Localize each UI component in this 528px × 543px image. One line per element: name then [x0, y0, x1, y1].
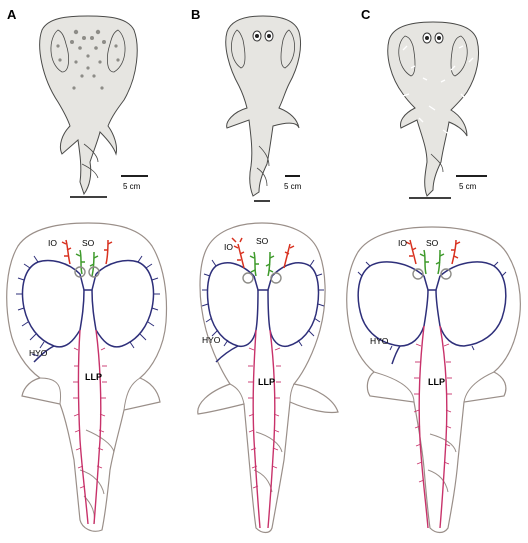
label-so-a: SO — [82, 238, 95, 248]
label-io-a: IO — [48, 238, 57, 248]
body-outline-a — [6, 222, 168, 532]
io-canal-a — [61, 239, 113, 265]
silhouette-b — [225, 15, 302, 197]
label-so-b: SO — [256, 236, 269, 246]
label-llp-c: LLP — [428, 377, 445, 387]
label-io-b: IO — [224, 242, 233, 252]
panel-c: C 5 cm — [361, 7, 487, 199]
silhouette-c — [387, 21, 480, 197]
panel-b-letter: B — [191, 7, 200, 22]
canal-map-a: IO SO HYO LLP — [6, 222, 168, 532]
hyo-tubules-a — [16, 255, 160, 357]
panel-c-letter: C — [361, 7, 371, 22]
label-so-c: SO — [426, 238, 439, 248]
canal-map-b: IO SO HYO LLP — [197, 222, 339, 534]
label-hyo-a: HYO — [29, 348, 48, 358]
canal-map-c: IO SO HYO LLP — [346, 226, 521, 534]
scale-label-a: 5 cm — [123, 182, 141, 191]
panel-b: B 5 cm — [191, 7, 302, 202]
label-io-c: IO — [398, 238, 407, 248]
scale-label-c: 5 cm — [459, 182, 477, 191]
panel-a: A 5 cm — [7, 7, 148, 198]
label-hyo-b: HYO — [202, 335, 221, 345]
body-outline-b — [197, 222, 339, 534]
label-llp-b: LLP — [258, 377, 275, 387]
label-llp-a: LLP — [85, 372, 102, 382]
body-outline-c — [346, 226, 521, 534]
so-canal-a — [75, 249, 99, 277]
scale-label-b: 5 cm — [284, 182, 302, 191]
llp-canal-a — [77, 329, 102, 525]
silhouette-a — [39, 15, 138, 196]
label-hyo-c: HYO — [370, 336, 389, 346]
panel-a-letter: A — [7, 7, 17, 22]
